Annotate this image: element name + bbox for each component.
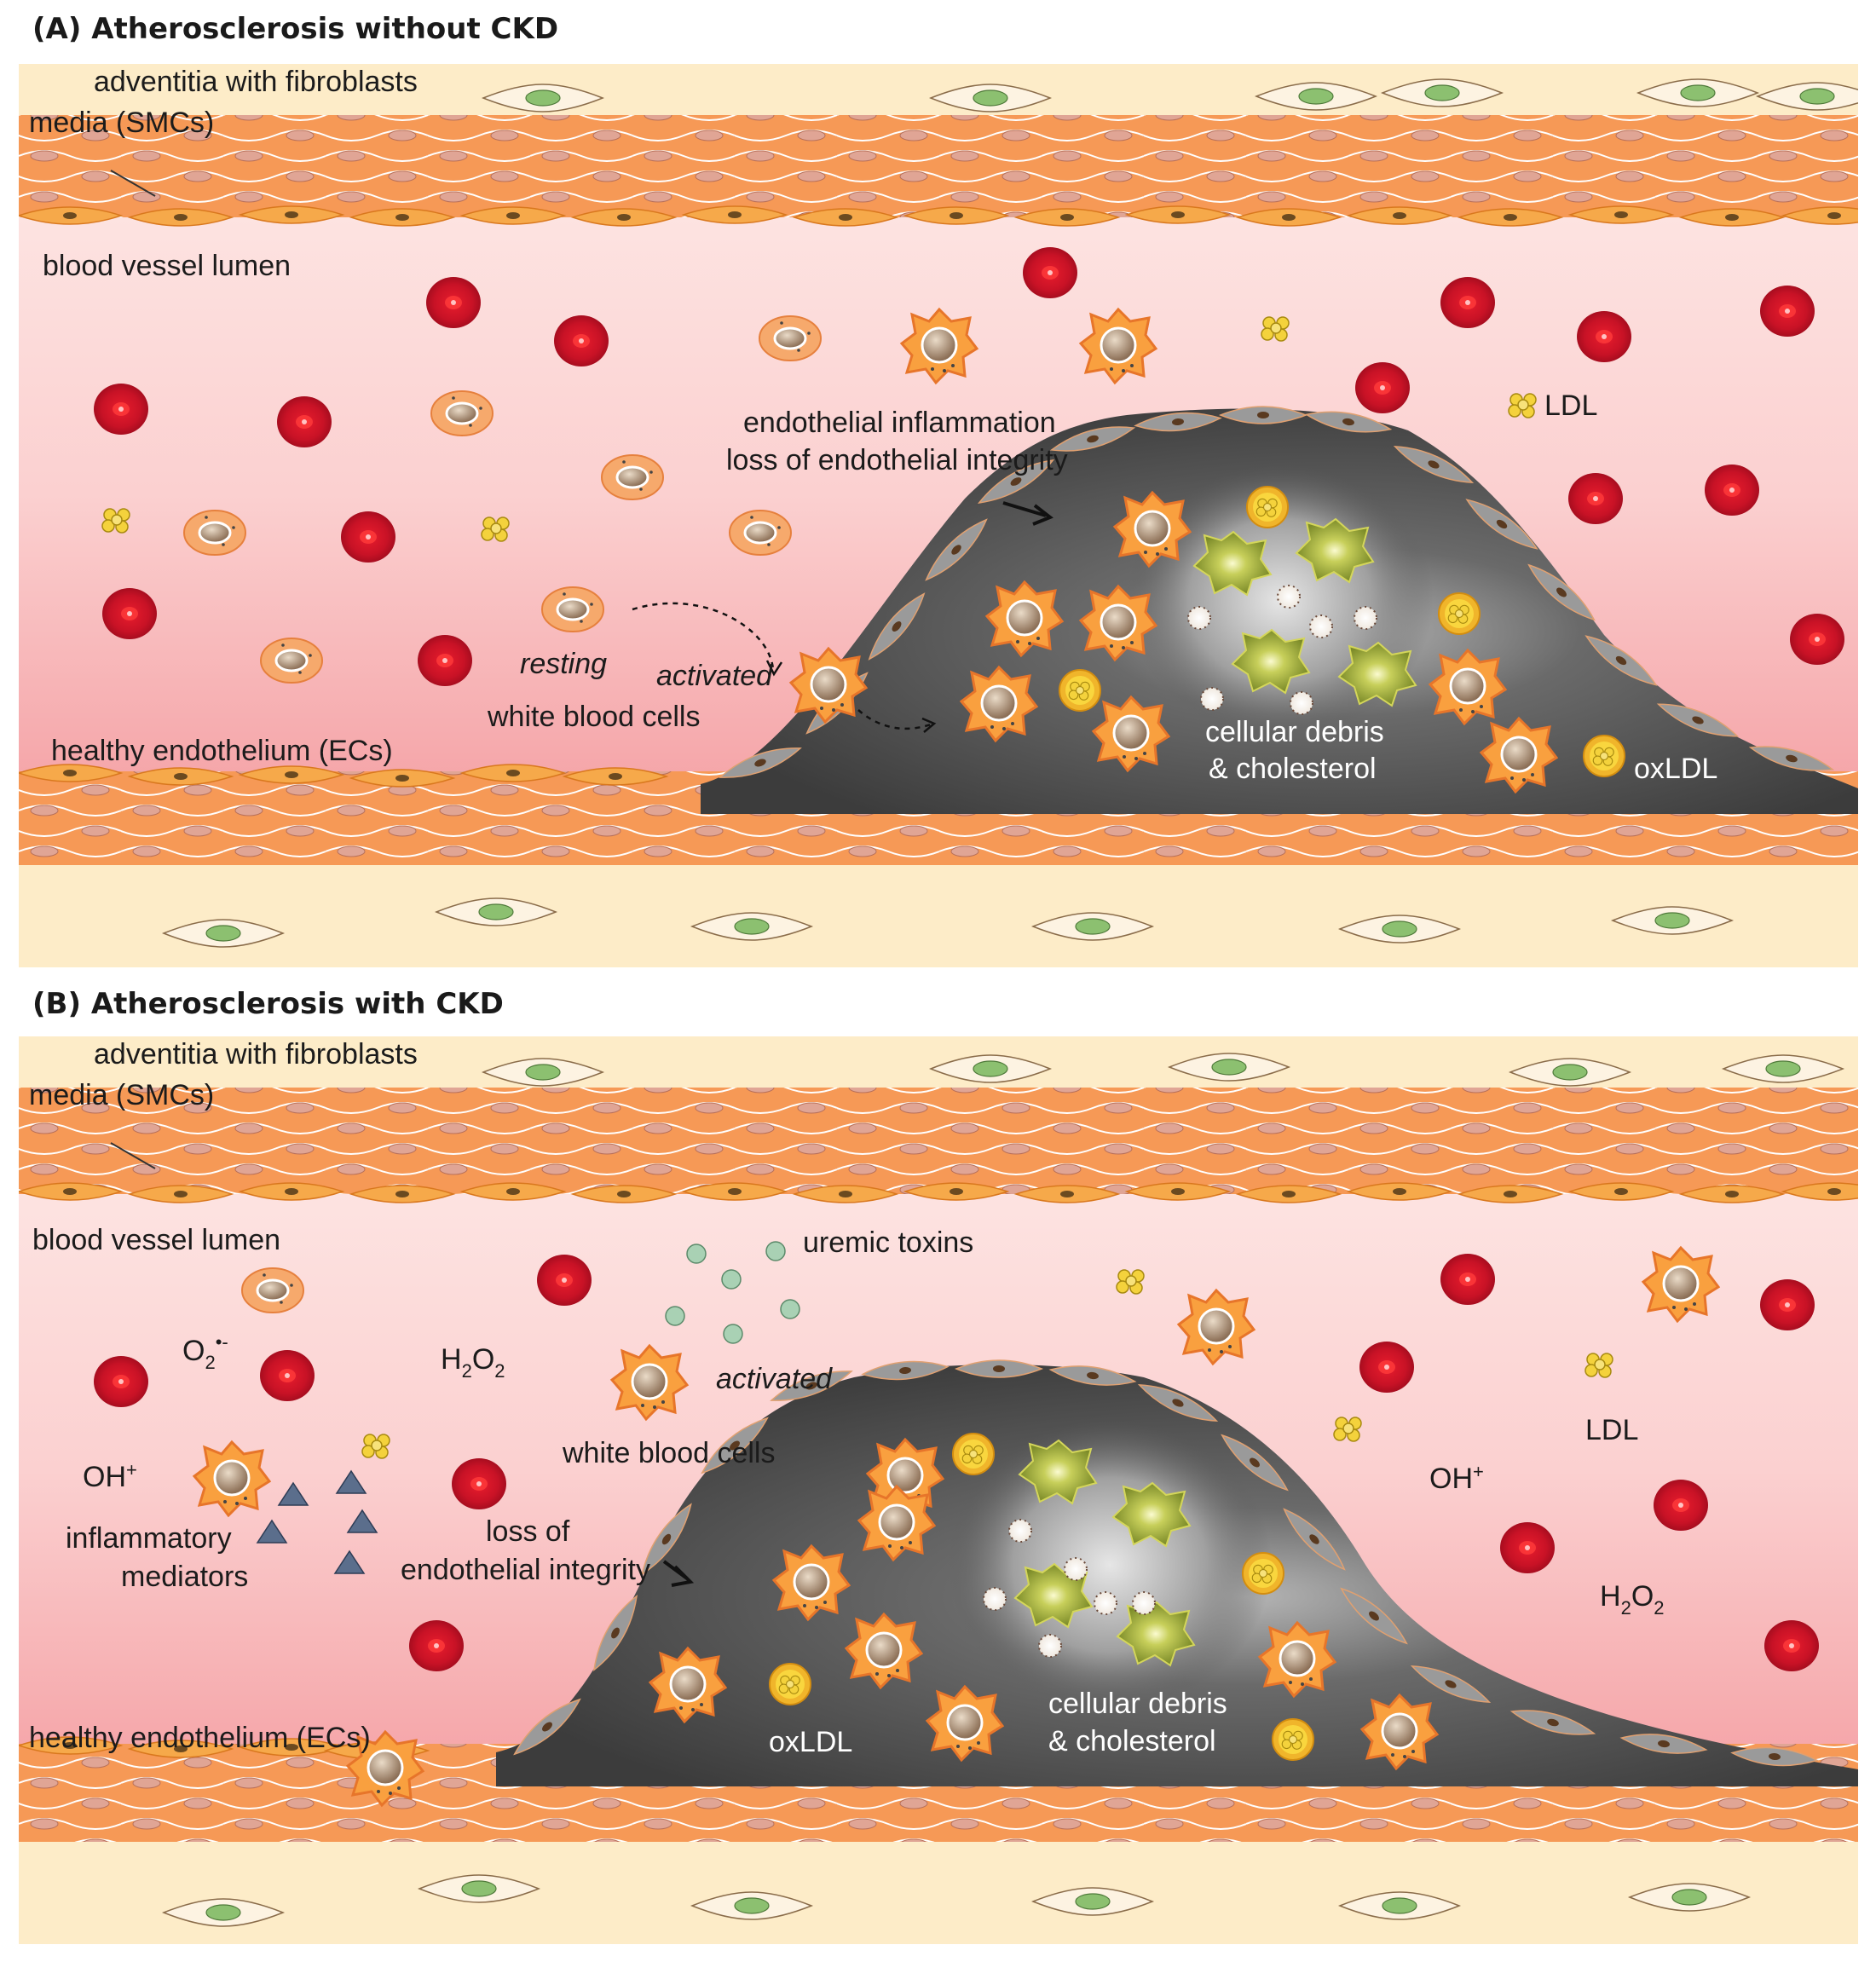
resting-label: resting: [520, 648, 607, 680]
inflammation-label-1: endothelial inflammation: [743, 407, 1056, 439]
panel-a-title: (A) Atherosclerosis without CKD: [32, 12, 559, 46]
adventitia-label-b: adventitia with fibroblasts: [94, 1038, 418, 1070]
inflammation-label-2: loss of endothelial integrity: [726, 444, 1068, 476]
debris-label-1-b: cellular debris: [1048, 1688, 1227, 1720]
h2o2-label-right: H2O2: [1600, 1580, 1665, 1619]
superoxide-label: O2•-: [182, 1331, 228, 1373]
debris-label-2: & cholesterol: [1209, 753, 1377, 785]
media-label: media (SMCs): [29, 107, 214, 139]
uremic-toxins-label: uremic toxins: [803, 1226, 973, 1259]
mediators-label-1: inflammatory: [66, 1522, 232, 1555]
panel-a-illustration: adventitia with fibroblasts media (SMCs)…: [19, 64, 1858, 967]
oxldl-label-b: oxLDL: [769, 1726, 852, 1758]
debris-label-1: cellular debris: [1205, 716, 1384, 748]
panel-b-illustration: adventitia with fibroblasts media (SMCs)…: [19, 1036, 1858, 1944]
h2o2-label-left: H2O2: [441, 1343, 505, 1382]
media-label-b: media (SMCs): [29, 1079, 214, 1111]
wbc-label: white blood cells: [487, 701, 700, 733]
lumen-label-b: blood vessel lumen: [32, 1224, 280, 1256]
mediators-label-2: mediators: [121, 1561, 248, 1593]
hydroxyl-label-left: OH+: [83, 1459, 137, 1493]
adventitia-label: adventitia with fibroblasts: [94, 66, 418, 98]
oxldl-label: oxLDL: [1634, 753, 1717, 785]
panel-b-title: (B) Atherosclerosis with CKD: [32, 987, 504, 1021]
wbc-label-b: white blood cells: [562, 1437, 775, 1469]
hydroxyl-label-right: OH+: [1429, 1461, 1484, 1495]
loss-label-2: endothelial integrity: [401, 1554, 650, 1586]
activated-label: activated: [656, 660, 773, 692]
endothelium-label-b: healthy endothelium (ECs): [29, 1722, 371, 1754]
endothelium-label: healthy endothelium (ECs): [51, 735, 393, 767]
loss-label-1: loss of: [486, 1515, 570, 1548]
lumen-label: blood vessel lumen: [43, 250, 291, 282]
ldl-label: LDL: [1544, 390, 1597, 422]
activated-label-b: activated: [716, 1363, 833, 1395]
debris-label-2-b: & cholesterol: [1048, 1725, 1216, 1757]
ldl-label-b: LDL: [1585, 1414, 1638, 1446]
